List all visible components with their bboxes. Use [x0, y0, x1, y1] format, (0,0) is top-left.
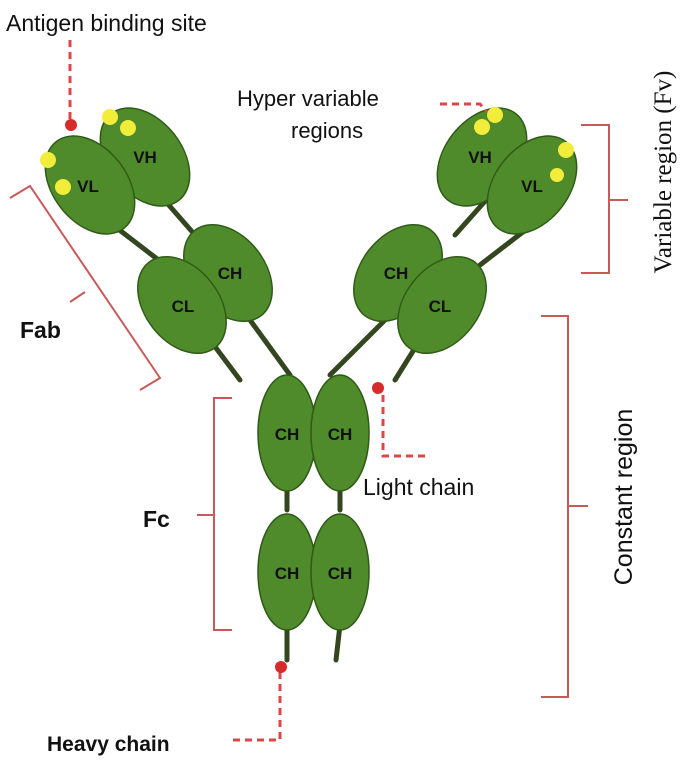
domain-label-ch: CH [328, 564, 353, 583]
label-heavy-chain: Heavy chain [47, 733, 170, 756]
hv-spot [487, 107, 503, 123]
domain-cl-right [397, 255, 487, 355]
domain-label-ch: CH [384, 264, 409, 283]
domain-vl-left [44, 135, 136, 235]
hv-spot [474, 119, 490, 135]
domain-label-vh: VH [468, 148, 492, 167]
heavy-chain-marker [275, 661, 287, 673]
label-fab: Fab [20, 317, 61, 343]
hv-spot [102, 109, 118, 125]
domain-cl-left [137, 255, 227, 355]
domain-label-cl: CL [172, 297, 195, 316]
leader-heavy-chain [230, 672, 282, 742]
connector-left-hinge-heavy [247, 317, 293, 378]
hv-spot [550, 168, 564, 182]
label-antigen-binding-site: Antigen binding site [6, 10, 207, 36]
hv-spot [120, 120, 136, 136]
domain-label-ch: CH [275, 564, 300, 583]
label-variable-region: Variable region (Fv) [650, 71, 677, 274]
light-chain-marker [372, 382, 384, 394]
bracket-variable [581, 124, 628, 274]
bracket-constant [541, 315, 588, 698]
hypervariable-spots [40, 107, 574, 195]
leader-lines [68, 40, 489, 742]
leader-hypervariable [440, 102, 489, 113]
domain-vl-right [486, 135, 578, 235]
domain-label-vl: VL [77, 177, 99, 196]
domain-ch-stem-lower-right [310, 513, 370, 631]
antigen-site-marker [65, 119, 77, 131]
label-constant-region: Constant region [610, 409, 638, 586]
label-hyper-variable-line2: regions [291, 118, 363, 143]
domain-label-ch: CH [218, 264, 243, 283]
hv-spot [40, 152, 56, 168]
label-light-chain: Light chain [363, 474, 474, 500]
connector-tail-right [333, 622, 343, 663]
label-hyper-variable-line1: Hyper variable [237, 86, 379, 111]
hv-spot [55, 179, 71, 195]
label-fc: Fc [143, 506, 170, 532]
domain-labels: VH VL CH CL VH VL CH CL CH CH CH CH [77, 148, 543, 583]
domains [44, 107, 578, 631]
domain-label-ch: CH [328, 425, 353, 444]
leader-light-chain [381, 395, 430, 458]
markers [65, 119, 384, 673]
connector-right-hinge-heavy [327, 317, 388, 378]
domain-ch-stem-upper-right [310, 374, 370, 492]
hv-spot [558, 142, 574, 158]
bracket-fab [9, 184, 162, 391]
domain-label-vl: VL [521, 177, 543, 196]
domain-label-ch: CH [275, 425, 300, 444]
bracket-fc [197, 397, 232, 631]
domain-label-vh: VH [133, 148, 157, 167]
brackets [9, 124, 628, 698]
domain-label-cl: CL [429, 297, 452, 316]
